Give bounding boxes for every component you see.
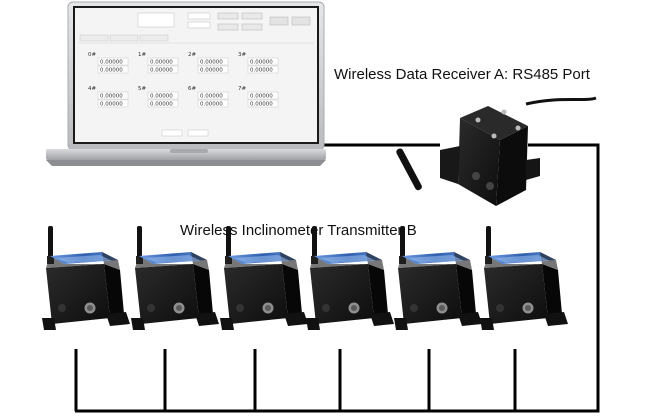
wiring (74, 143, 600, 413)
channel-value: 0.00000 (250, 68, 273, 74)
channel-value-box (197, 65, 229, 74)
channel-value-box (247, 57, 279, 66)
channel-value-box (97, 57, 129, 66)
channel-value: 0.00000 (150, 94, 173, 100)
channel-panel: 0# 0.00000 0.00000 (88, 52, 129, 74)
channel-value: 0.00000 (100, 102, 123, 108)
channel-value-box (147, 57, 179, 66)
channel-value: 0.00000 (150, 60, 173, 66)
transmitters (42, 226, 568, 330)
channel-value-box (247, 65, 279, 74)
channel-id: 1# (138, 52, 146, 58)
channel-value: 0.00000 (250, 94, 273, 100)
channel-value-box (97, 91, 129, 100)
channel-value-box (247, 99, 279, 108)
channel-value-box (147, 65, 179, 74)
channel-id: 6# (188, 86, 196, 92)
channel-value-box (97, 99, 129, 108)
channel-id: 0# (88, 52, 96, 58)
channel-value-box (147, 91, 179, 100)
antenna-icon (396, 148, 422, 191)
channel-panel: 6# 0.00000 0.00000 (188, 86, 229, 108)
channel-grid: 0# 0.00000 0.00000 1# 0.00000 0.00000 2# 0.0000… (88, 52, 279, 108)
channel-value: 0.00000 (100, 94, 123, 100)
channel-value: 0.00000 (200, 60, 223, 66)
channel-panel: 5# 0.00000 0.00000 (138, 86, 179, 108)
transmitter-device-icon (131, 226, 219, 330)
receiver-device-icon (396, 96, 597, 206)
transmitter-device-icon (394, 226, 482, 330)
channel-panel: 7# 0.00000 0.00000 (238, 86, 279, 108)
channel-id: 2# (188, 52, 196, 58)
channel-value: 0.00000 (100, 60, 123, 66)
channel-value-box (97, 65, 129, 74)
channel-value-box (247, 91, 279, 100)
channel-value: 0.00000 (200, 102, 223, 108)
channel-value: 0.00000 (250, 60, 273, 66)
channel-panel: 4# 0.00000 0.00000 (88, 86, 129, 108)
channel-value-box (197, 99, 229, 108)
channel-value: 0.00000 (150, 68, 173, 74)
channel-id: 7# (238, 86, 246, 92)
channel-value-box (197, 57, 229, 66)
transmitter-device-icon (220, 226, 308, 330)
channel-id: 5# (138, 86, 146, 92)
channel-panel: 3# 0.00000 0.00000 (238, 52, 279, 74)
channel-panel: 1# 0.00000 0.00000 (138, 52, 179, 74)
channel-value: 0.00000 (100, 68, 123, 74)
software-screen (75, 8, 317, 142)
channel-value: 0.00000 (150, 102, 173, 108)
transmitter-device-icon (306, 226, 394, 330)
channel-panel: 2# 0.00000 0.00000 (188, 52, 229, 74)
channel-value: 0.00000 (200, 68, 223, 74)
channel-value-box (197, 91, 229, 100)
laptop-icon: 0# 0.00000 0.00000 1# 0.00000 0.00000 2# 0.0000… (46, 1, 326, 166)
software-ui (78, 12, 314, 137)
channel-id: 4# (88, 86, 96, 92)
transmitter-device-icon (42, 226, 130, 330)
channel-value-box (147, 99, 179, 108)
transmitter-label: Wireless Inclinometer Transmitter B (180, 222, 417, 239)
receiver-cable (525, 96, 597, 106)
receiver-label: Wireless Data Receiver A: RS485 Port (334, 66, 590, 83)
channel-value: 0.00000 (250, 102, 273, 108)
channel-id: 3# (238, 52, 246, 58)
transmitter-device-icon (480, 226, 568, 330)
channel-value: 0.00000 (200, 94, 223, 100)
